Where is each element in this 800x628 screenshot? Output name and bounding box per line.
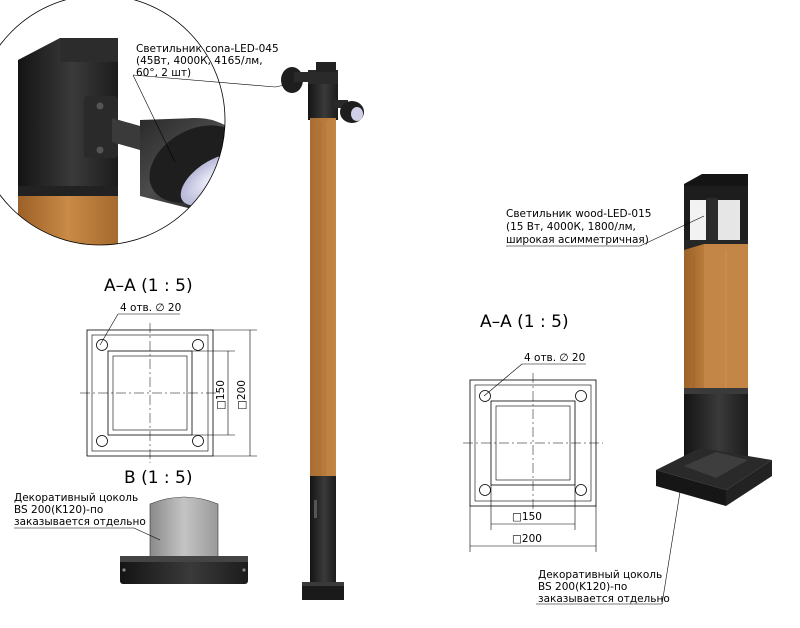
pole-metal-section	[310, 476, 336, 586]
callout-plinth-right-line2: BS 200(K120)-по	[538, 581, 627, 593]
mount-hole	[575, 390, 587, 402]
mount-hole	[479, 484, 491, 496]
mount-hole	[479, 390, 491, 402]
callout-plinth-right: Декоративный цоколь BS 200(K120)-по зака…	[536, 491, 681, 605]
bollard-metal-lower	[684, 388, 748, 460]
wood-bollard	[656, 174, 772, 506]
mount-hole	[96, 435, 108, 447]
callout-wood-line2: (15 Вт, 4000К, 1800/лм,	[506, 221, 636, 233]
callout-wood-line3: широкая асимметричная)	[506, 234, 649, 246]
section-right-holes: 4 отв. ∅ 20	[524, 352, 585, 364]
decorative-plinth	[149, 496, 219, 559]
section-aa-right: A–A (1 : 5) 4 отв. ∅ 20 □150 □200	[463, 312, 603, 552]
pole-base-flange	[302, 582, 344, 600]
callout-spot-line1: Светильник cona-LED-045	[136, 43, 279, 55]
view-b: B (1 : 5)	[120, 468, 248, 584]
callout-plinth-right-line3: заказывается отдельно	[538, 593, 670, 605]
section-left-title: A–A (1 : 5)	[104, 276, 193, 296]
pole-wood-section	[310, 118, 336, 478]
callout-spot-line3: 60°, 2 шт)	[136, 67, 191, 79]
tall-pole	[281, 62, 364, 600]
section-right-title: A–A (1 : 5)	[480, 312, 569, 332]
section-aa-left: A–A (1 : 5) 4 отв. ∅ 20 □150 □200	[80, 276, 257, 463]
callout-plinth-right-line1: Декоративный цоколь	[538, 569, 662, 581]
callout-plinth-left-line2: BS 200(K120)-по	[14, 504, 103, 516]
callout-spot-line2: (45Вт, 4000К, 4165/лм,	[136, 55, 263, 67]
view-b-title: B (1 : 5)	[124, 468, 193, 488]
plinth-base	[120, 556, 248, 584]
section-left-holes: 4 отв. ∅ 20	[120, 302, 181, 314]
callout-wood-light: Светильник wood-LED-015 (15 Вт, 4000К, 1…	[506, 208, 705, 247]
mount-hole	[96, 339, 108, 351]
mount-hole	[192, 339, 204, 351]
callout-plinth-left-line1: Декоративный цоколь	[14, 492, 138, 504]
mount-hole	[575, 484, 587, 496]
spotlight-detail-view	[0, 0, 225, 245]
section-left-dim-inner: □150	[215, 380, 227, 410]
callout-wood-line1: Светильник wood-LED-015	[506, 208, 651, 220]
section-right-dim-outer: □200	[512, 533, 542, 545]
callout-spot-light: Светильник cona-LED-045 (45Вт, 4000К, 41…	[132, 43, 301, 163]
mount-hole	[192, 435, 204, 447]
section-left-dim-outer: □200	[236, 380, 248, 410]
callout-plinth-left: Декоративный цоколь BS 200(K120)-по зака…	[14, 492, 161, 541]
section-right-dim-inner: □150	[512, 511, 542, 523]
callout-plinth-left-line3: заказывается отдельно	[14, 516, 146, 528]
detail-view-border	[0, 0, 226, 246]
